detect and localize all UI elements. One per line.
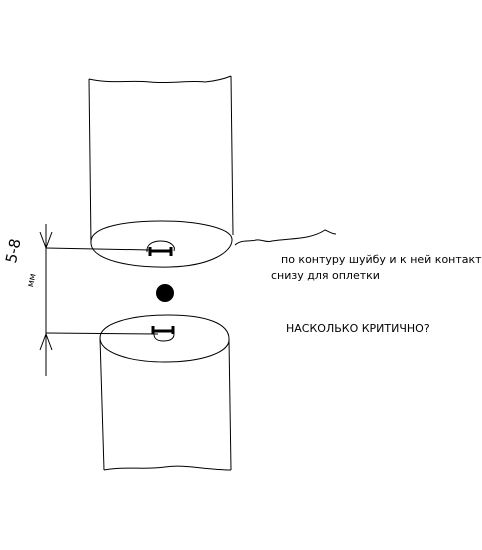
lower-cylinder-bottom-edge bbox=[103, 465, 232, 471]
dimension-top-extension bbox=[45, 247, 151, 251]
upper-cylinder-right-side bbox=[230, 75, 234, 236]
contour-note-line1: по контуру шуйбу и к ней контакт bbox=[281, 253, 482, 266]
dimension-bottom-arrow bbox=[39, 332, 53, 351]
upper-contact-tab bbox=[148, 247, 173, 256]
lower-cylinder-top-ellipse bbox=[99, 314, 230, 363]
dimension-top-arrow bbox=[39, 231, 53, 250]
lower-contact-tab bbox=[151, 326, 175, 334]
lower-hole-outline bbox=[153, 333, 175, 342]
upper-hole-outline bbox=[146, 240, 175, 253]
upper-cylinder-bottom-ellipse bbox=[90, 220, 233, 268]
lower-cylinder-right-side bbox=[228, 339, 232, 471]
gap-dimension bbox=[39, 224, 159, 376]
lower-cylinder-left-side bbox=[99, 337, 105, 471]
wire-to-washer bbox=[234, 229, 337, 246]
criticality-question: НАСКОЛЬКО КРИТИЧНО? bbox=[286, 322, 430, 335]
dimension-bottom-extension bbox=[45, 332, 159, 335]
lower-cylinder bbox=[99, 314, 232, 471]
center-dot bbox=[156, 284, 174, 302]
upper-cylinder-top-edge bbox=[88, 75, 232, 84]
upper-cylinder-left-side bbox=[88, 78, 92, 245]
contour-note-line2: снизу для оплетки bbox=[271, 269, 380, 282]
upper-cylinder bbox=[88, 75, 337, 268]
